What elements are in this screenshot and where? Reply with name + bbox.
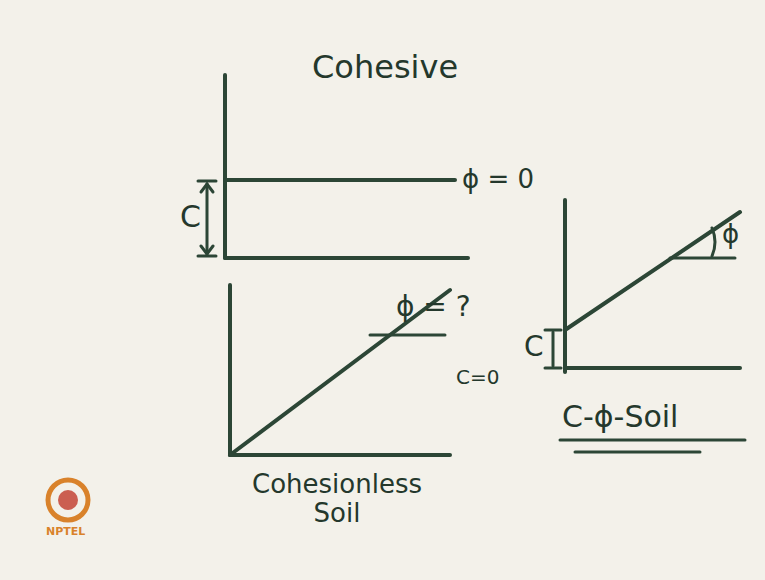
- friction-angle-label: ϕ = 0: [462, 165, 534, 194]
- cohesion-label: C=0: [456, 366, 499, 388]
- arrow-head: [201, 246, 213, 254]
- plot-title: C-ϕ-Soil: [562, 400, 678, 433]
- axis: [565, 366, 740, 370]
- failure-envelope: [565, 212, 740, 330]
- underline: [575, 451, 700, 454]
- cohesion-label: C: [180, 200, 201, 233]
- axis: [228, 285, 232, 455]
- angle-reference: [670, 257, 735, 260]
- plot-title: Cohesive: [312, 50, 458, 85]
- dimension-line: [206, 184, 209, 254]
- angle-symbol: ϕ: [722, 220, 739, 249]
- friction-angle-label: ϕ = ?: [396, 292, 471, 323]
- cohesion-label: C: [524, 332, 544, 363]
- axis: [225, 256, 468, 260]
- plot-title: Cohesionless Soil: [252, 470, 422, 527]
- underline: [560, 439, 745, 442]
- failure-envelope: [225, 178, 455, 182]
- dimension-tick: [545, 367, 561, 370]
- logo: [48, 480, 88, 520]
- axis: [223, 75, 227, 258]
- angle-reference: [370, 334, 445, 337]
- axis: [563, 200, 567, 372]
- dimension-line: [552, 332, 555, 366]
- dimension-tick: [545, 329, 561, 332]
- arrow-head: [201, 184, 213, 192]
- watermark: NPTEL: [46, 526, 85, 538]
- axis: [230, 453, 450, 457]
- angle-arc: [712, 228, 715, 256]
